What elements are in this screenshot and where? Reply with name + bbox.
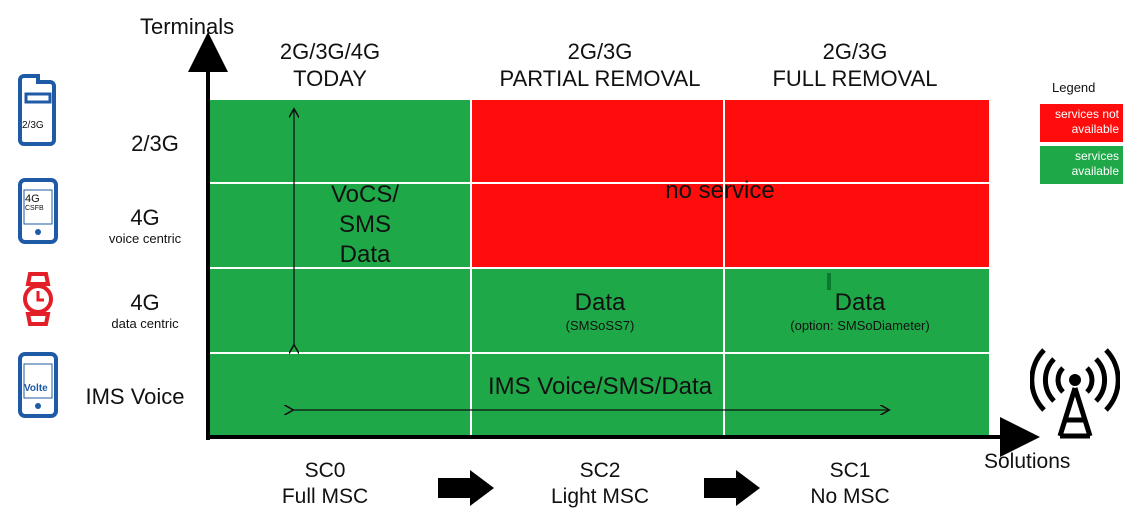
partial-data-text: Data (SMSoSS7) [565, 289, 635, 333]
full-data-text: Data (option: SMSoDiameter) [790, 289, 930, 333]
legend-item-available: services available [1040, 146, 1123, 184]
cell-no-service [471, 100, 989, 268]
row-label-4g-data: 4G data centric [111, 290, 179, 331]
solution-sc0: SC0 Full MSC [281, 459, 369, 508]
row-label-ims-voice: IMS Voice [85, 384, 185, 409]
solution-sc2: SC2 Light MSC [550, 459, 650, 508]
smartwatch-icon [23, 272, 53, 326]
column-header-today: 2G/3G/4G TODAY [279, 39, 381, 91]
legend-title: Legend [1052, 80, 1096, 95]
grid-line [210, 352, 989, 354]
feature-phone-icon [18, 74, 56, 146]
smartphone-csfb-icon-label: 4G CSFB [25, 193, 44, 213]
grid-line [210, 182, 989, 184]
smartphone-csfb-icon [18, 178, 58, 244]
cell-data-centric-partial [471, 268, 724, 353]
cell-ims-row [210, 353, 989, 435]
solution-sc1: SC1 No MSC [810, 459, 890, 508]
grid-line [470, 100, 472, 435]
grid-line [723, 100, 725, 435]
antenna-tower-icon [1030, 348, 1120, 439]
x-axis-label: Solutions [984, 450, 1071, 473]
cell-data-centric-full [724, 268, 989, 353]
transition-arrow-icon [704, 470, 760, 506]
ims-text: IMS Voice/SMS/Data [487, 373, 713, 400]
transition-arrow-icon [438, 470, 494, 506]
volte-phone-icon-label: Volte [24, 383, 48, 394]
legend-item-not-available: services not available [1040, 104, 1123, 142]
row-label-4g-voice: 4G voice centric [108, 205, 182, 246]
no-service-text: no service [665, 177, 775, 204]
row-label-2-3g: 2/3G [131, 131, 179, 156]
column-header-full-removal: 2G/3G FULL REMOVAL [772, 39, 938, 91]
column-header-partial-removal: 2G/3G PARTIAL REMOVAL [499, 39, 701, 91]
marker-tick [827, 273, 831, 290]
y-axis-label: Terminals [140, 14, 235, 39]
feature-phone-icon-label: 2/3G [22, 120, 44, 131]
today-services-text: VoCS/ SMS Data [330, 181, 400, 268]
volte-phone-icon [18, 352, 58, 418]
grid-line [210, 267, 989, 269]
